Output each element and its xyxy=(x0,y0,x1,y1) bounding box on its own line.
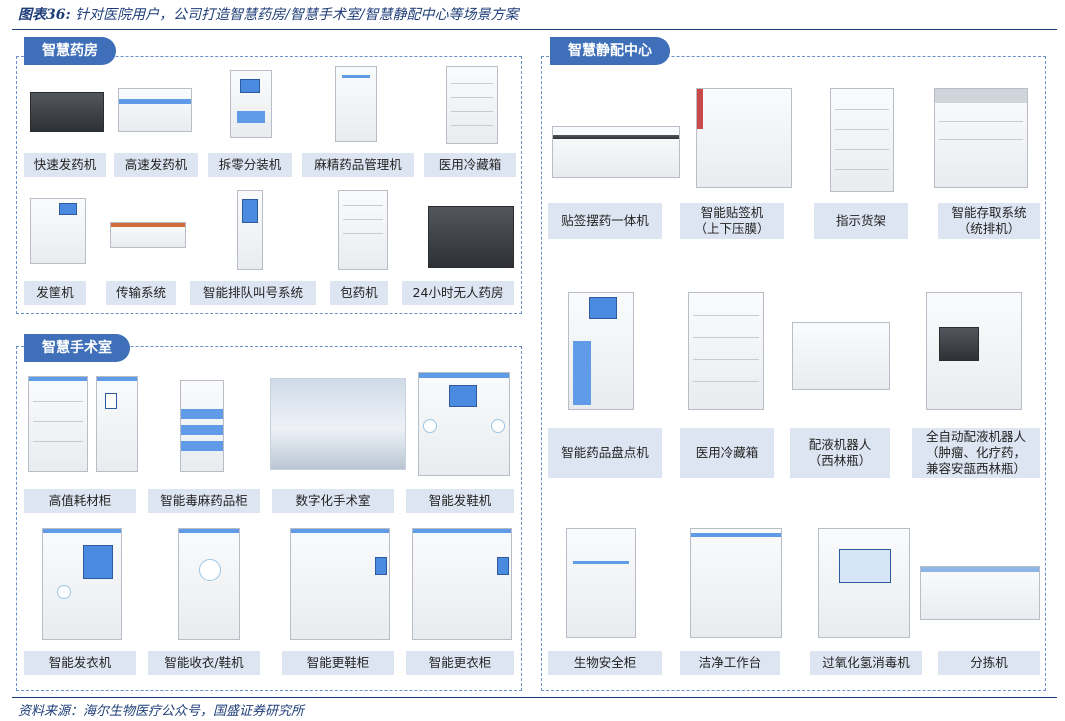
label-clean-bench: 洁净工作台 xyxy=(680,651,780,675)
surgery-tag: 智慧手术室 xyxy=(24,334,130,362)
medical-refrigerator-icon xyxy=(446,66,498,144)
label-inventory-machine: 智能药品盘点机 xyxy=(548,428,662,478)
label-shoe-dispenser: 智能发鞋机 xyxy=(406,489,514,513)
figure-title-text: 针对医院用户，公司打造智慧药房/智慧手术室/智慧静配中心等场景方案 xyxy=(75,7,519,23)
pharmacy-panel xyxy=(16,56,522,314)
label-clothes-collector: 智能收衣/鞋机 xyxy=(148,651,260,675)
top-divider xyxy=(12,29,1057,30)
high-speed-dispenser-icon xyxy=(118,88,192,132)
indicator-shelf-icon xyxy=(830,88,894,192)
pivas-refrigerator-icon xyxy=(688,292,764,410)
clean-bench-icon xyxy=(690,528,782,638)
conveyor-system-icon xyxy=(110,222,186,248)
disinfection-machine-icon xyxy=(818,528,910,638)
packaging-machine-icon xyxy=(338,190,388,270)
label-narcotics-cabinet: 智能毒麻药品柜 xyxy=(148,489,260,513)
label-packaging-machine: 包药机 xyxy=(330,281,388,305)
label-queue-system: 智能排队叫号系统 xyxy=(190,281,316,305)
pivas-tag: 智慧静配中心 xyxy=(550,37,670,65)
biosafety-cabinet-icon xyxy=(566,528,636,638)
label-auto-compounding-robot: 全自动配液机器人 （肿瘤、化疗药， 兼容安瓿西林瓶） xyxy=(912,428,1040,478)
surgery-panel xyxy=(16,346,522,691)
sorting-machine-icon xyxy=(920,566,1040,620)
label-consumables-cabinet: 高值耗材柜 xyxy=(24,489,136,513)
auto-compounding-robot-icon xyxy=(926,292,1022,410)
operating-room-icon xyxy=(270,378,406,470)
label-unpacking-machine: 拆零分装机 xyxy=(208,153,292,177)
labeling-machine-icon xyxy=(696,88,792,188)
consumables-cabinet-side-icon xyxy=(96,376,138,472)
label-clothes-locker: 智能更衣柜 xyxy=(406,651,514,675)
label-biosafety-cabinet: 生物安全柜 xyxy=(548,651,662,675)
storage-system-icon xyxy=(934,88,1028,188)
label-labeling-machine: 智能贴签机 （上下压膜） xyxy=(680,203,784,239)
label-digital-operating-room: 数字化手术室 xyxy=(272,489,394,513)
label-conveyor-system: 传输系统 xyxy=(106,281,176,305)
clothes-dispenser-icon xyxy=(42,528,122,640)
unpacking-machine-icon xyxy=(230,70,272,138)
narcotics-manager-icon xyxy=(335,66,377,142)
pivas-panel xyxy=(541,56,1046,691)
label-fast-dispenser: 快速发药机 xyxy=(24,153,106,177)
queue-system-icon xyxy=(237,190,263,270)
consumables-cabinet-icon xyxy=(28,376,88,472)
unmanned-pharmacy-icon xyxy=(428,206,514,268)
label-unmanned-pharmacy: 24小时无人药房 xyxy=(402,281,514,305)
label-storage-system: 智能存取系统 （统排机） xyxy=(938,203,1040,239)
basket-dispenser-icon xyxy=(30,198,86,264)
shoe-dispenser-icon xyxy=(418,372,510,476)
labeling-dispensing-icon xyxy=(552,126,680,178)
clothes-locker-icon xyxy=(412,528,512,640)
label-narcotics-manager: 麻精药品管理机 xyxy=(302,153,414,177)
label-disinfection-machine: 过氧化氢消毒机 xyxy=(810,651,922,675)
shoe-locker-icon xyxy=(290,528,390,640)
label-labeling-dispensing: 贴签摆药一体机 xyxy=(548,203,662,239)
inventory-machine-icon xyxy=(568,292,634,410)
pharmacy-tag: 智慧药房 xyxy=(24,37,116,65)
label-basket-dispenser: 发筐机 xyxy=(24,281,86,305)
clothes-collector-icon xyxy=(178,528,240,640)
bottom-divider xyxy=(12,697,1057,698)
label-pivas-refrigerator: 医用冷藏箱 xyxy=(680,428,774,478)
fast-dispenser-icon xyxy=(30,92,104,132)
figure-title: 图表36: 针对医院用户，公司打造智慧药房/智慧手术室/智慧静配中心等场景方案 xyxy=(18,4,519,24)
label-clothes-dispenser: 智能发衣机 xyxy=(24,651,136,675)
label-high-speed-dispenser: 高速发药机 xyxy=(114,153,198,177)
vial-robot-icon xyxy=(792,322,890,390)
narcotics-cabinet-icon xyxy=(180,380,224,472)
figure-number: 图表36: xyxy=(18,7,71,23)
label-medical-refrigerator: 医用冷藏箱 xyxy=(424,153,516,177)
label-shoe-locker: 智能更鞋柜 xyxy=(282,651,394,675)
source-note: 资料来源：海尔生物医疗公众号，国盛证券研究所 xyxy=(18,704,305,719)
label-indicator-shelf: 指示货架 xyxy=(814,203,908,239)
label-sorting-machine: 分拣机 xyxy=(938,651,1040,675)
label-vial-robot: 配液机器人 （西林瓶） xyxy=(790,428,890,478)
